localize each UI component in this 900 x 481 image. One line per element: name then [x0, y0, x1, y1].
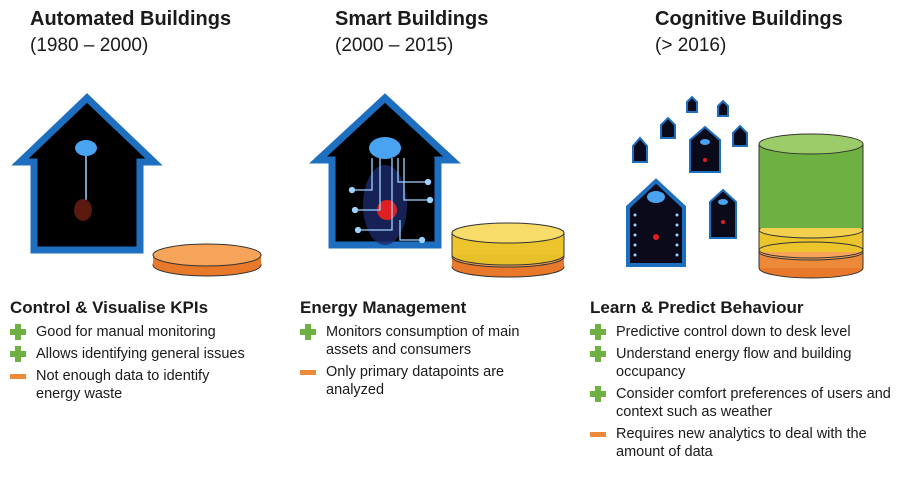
brain-icon: [75, 140, 97, 156]
column-date: (> 2016): [655, 35, 727, 56]
column-automated: Automated Buildings (1980 – 2000) Contro…: [10, 0, 300, 481]
feature-list: Monitors consumption of main assets and …: [300, 323, 560, 403]
column-smart: Smart Buildings (2000 – 2015) Energy Man…: [300, 0, 590, 481]
section-heading: Energy Management: [300, 298, 467, 317]
list-item: Consider comfort preferences of users an…: [590, 385, 900, 421]
list-item: Allows identifying general issues: [10, 345, 290, 363]
automated-building-illustration: [11, 93, 262, 277]
cognitive-buildings-illustration: [626, 95, 864, 279]
brain-icon: [369, 137, 401, 159]
plus-icon: [590, 346, 606, 362]
smart-building-illustration: [309, 93, 565, 278]
list-item: Understand energy flow and building occu…: [590, 345, 890, 381]
plus-icon: [10, 324, 26, 340]
minus-icon: [10, 368, 26, 384]
column-title: Smart Buildings: [335, 8, 489, 30]
plus-icon: [300, 324, 316, 340]
list-item: Not enough data to identify energy waste: [10, 367, 240, 403]
feature-list: Good for manual monitoring Allows identi…: [10, 323, 290, 407]
column-date: (1980 – 2000): [30, 35, 149, 56]
column-cognitive: Cognitive Buildings (> 2016) L: [590, 0, 900, 481]
minus-icon: [300, 364, 316, 380]
list-item: Only primary datapoints are analyzed: [300, 363, 520, 399]
list-item: Monitors consumption of main assets and …: [300, 323, 560, 359]
list-item: Good for manual monitoring: [10, 323, 290, 341]
list-item: Requires new analytics to deal with the …: [590, 425, 900, 461]
column-date: (2000 – 2015): [335, 35, 454, 56]
list-item: Predictive control down to desk level: [590, 323, 900, 341]
plus-icon: [590, 386, 606, 402]
feature-list: Predictive control down to desk level Un…: [590, 323, 900, 465]
section-heading: Control & Visualise KPIs: [10, 298, 209, 317]
minus-icon: [590, 426, 606, 442]
plus-icon: [590, 324, 606, 340]
plus-icon: [10, 346, 26, 362]
section-heading: Learn & Predict Behaviour: [590, 298, 804, 317]
column-title: Cognitive Buildings: [655, 8, 843, 30]
column-title: Automated Buildings: [30, 8, 232, 30]
